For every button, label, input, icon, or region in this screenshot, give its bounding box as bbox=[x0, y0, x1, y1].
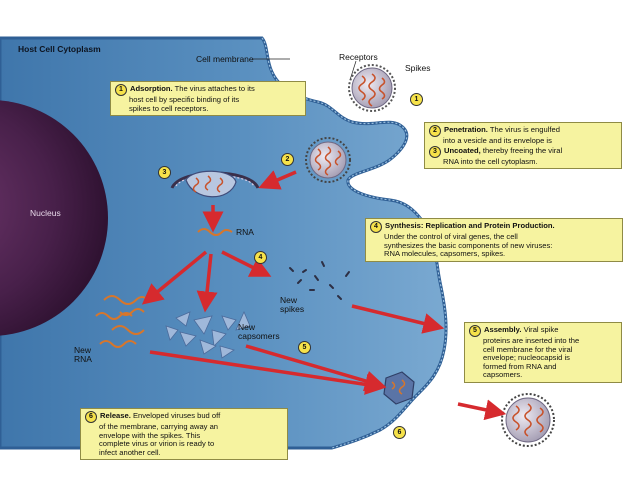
step-line: RNA into the cell cytoplasm. bbox=[443, 156, 538, 166]
new-capsomers-line2: capsomers bbox=[238, 330, 280, 341]
new-spikes-label: New spikes bbox=[280, 296, 304, 314]
new-capsomers-line1: New bbox=[238, 322, 256, 332]
new-spikes-line1: New bbox=[280, 295, 298, 305]
step-line: infect another cell. bbox=[99, 447, 161, 457]
virus-released bbox=[501, 393, 555, 447]
step-line: complete virus or virion is ready to bbox=[99, 439, 215, 448]
step-number: 6 bbox=[85, 411, 97, 423]
step-line: capsomers. bbox=[483, 370, 523, 379]
new-capsomers-label: New capsomers bbox=[238, 323, 280, 341]
cell-membrane-label: Cell membrane bbox=[196, 54, 254, 64]
nucleus bbox=[0, 100, 108, 336]
step-line: into a vesicle and its envelope is bbox=[443, 136, 552, 145]
step-number: 4 bbox=[370, 221, 382, 233]
step-title: Penetration. bbox=[444, 125, 488, 134]
virus-adsorbing bbox=[348, 64, 396, 112]
step-line: of the membrane, carrying away an bbox=[99, 422, 219, 431]
step-line: cell membrane for the viral bbox=[483, 344, 573, 354]
new-capsomers bbox=[165, 311, 251, 359]
new-rna bbox=[95, 295, 149, 348]
rna-label: RNA bbox=[236, 227, 254, 237]
step-title: Release. bbox=[100, 411, 131, 420]
process-arrows bbox=[141, 170, 507, 421]
nucleus-label: Nucleus bbox=[30, 208, 61, 218]
step-line: spikes to cell receptors. bbox=[129, 103, 209, 113]
step-line: synthesizes the basic components of new … bbox=[384, 240, 553, 250]
step-title: Assembly. bbox=[484, 325, 522, 334]
receptors-label: Receptors bbox=[339, 52, 378, 62]
step-line: proteins are inserted into the bbox=[483, 336, 580, 345]
step-line: Viral spike bbox=[523, 325, 559, 334]
step-line: formed from RNA and bbox=[483, 361, 557, 371]
step-line: envelope with the spikes. This bbox=[99, 430, 201, 440]
host-cell-cytoplasm bbox=[0, 36, 448, 450]
step-number: 2 bbox=[429, 125, 441, 137]
page-title: Host Cell Cytoplasm bbox=[18, 44, 101, 54]
step-marker-3: 3 bbox=[158, 166, 171, 179]
step-marker-4: 4 bbox=[254, 251, 267, 264]
new-spikes bbox=[289, 261, 350, 300]
cell-membrane-edge bbox=[261, 37, 447, 449]
step-marker-5: 5 bbox=[298, 341, 311, 354]
virus-penetrating bbox=[305, 137, 351, 183]
step-line: The virus attaches to its bbox=[174, 84, 255, 93]
virus-uncoating bbox=[170, 170, 260, 198]
new-rna-line1: New bbox=[74, 345, 92, 355]
step-line: Under the control of viral genes, the ce… bbox=[384, 232, 518, 241]
new-rna-label: New RNA bbox=[74, 346, 92, 364]
step-line: Enveloped viruses bud off bbox=[132, 411, 221, 420]
step-line: thereby freeing the viral bbox=[482, 145, 563, 155]
step-marker-2: 2 bbox=[281, 153, 294, 166]
step-number: 1 bbox=[115, 84, 127, 96]
step-number: 5 bbox=[469, 325, 481, 337]
receptors-leader bbox=[349, 60, 357, 81]
step-number: 3 bbox=[429, 145, 441, 158]
step-title: Synthesis: Replication and Protein Produ… bbox=[385, 221, 555, 230]
spikes-label: Spikes bbox=[405, 63, 431, 73]
step-marker-1: 1 bbox=[410, 93, 423, 106]
step-title: Uncoated, bbox=[444, 145, 481, 155]
step-line: host cell by specific binding of its bbox=[129, 95, 240, 104]
new-rna-line2: RNA bbox=[74, 353, 92, 364]
step-line: envelope; nucleocapsid is bbox=[483, 353, 570, 362]
step-title: Adsorption. bbox=[130, 84, 173, 93]
new-spikes-line2: spikes bbox=[280, 303, 305, 314]
step-marker-6: 6 bbox=[393, 426, 406, 439]
step-line: RNA molecules, capsomers, spikes. bbox=[384, 249, 506, 258]
step-line: The virus is engulfed bbox=[489, 125, 560, 134]
